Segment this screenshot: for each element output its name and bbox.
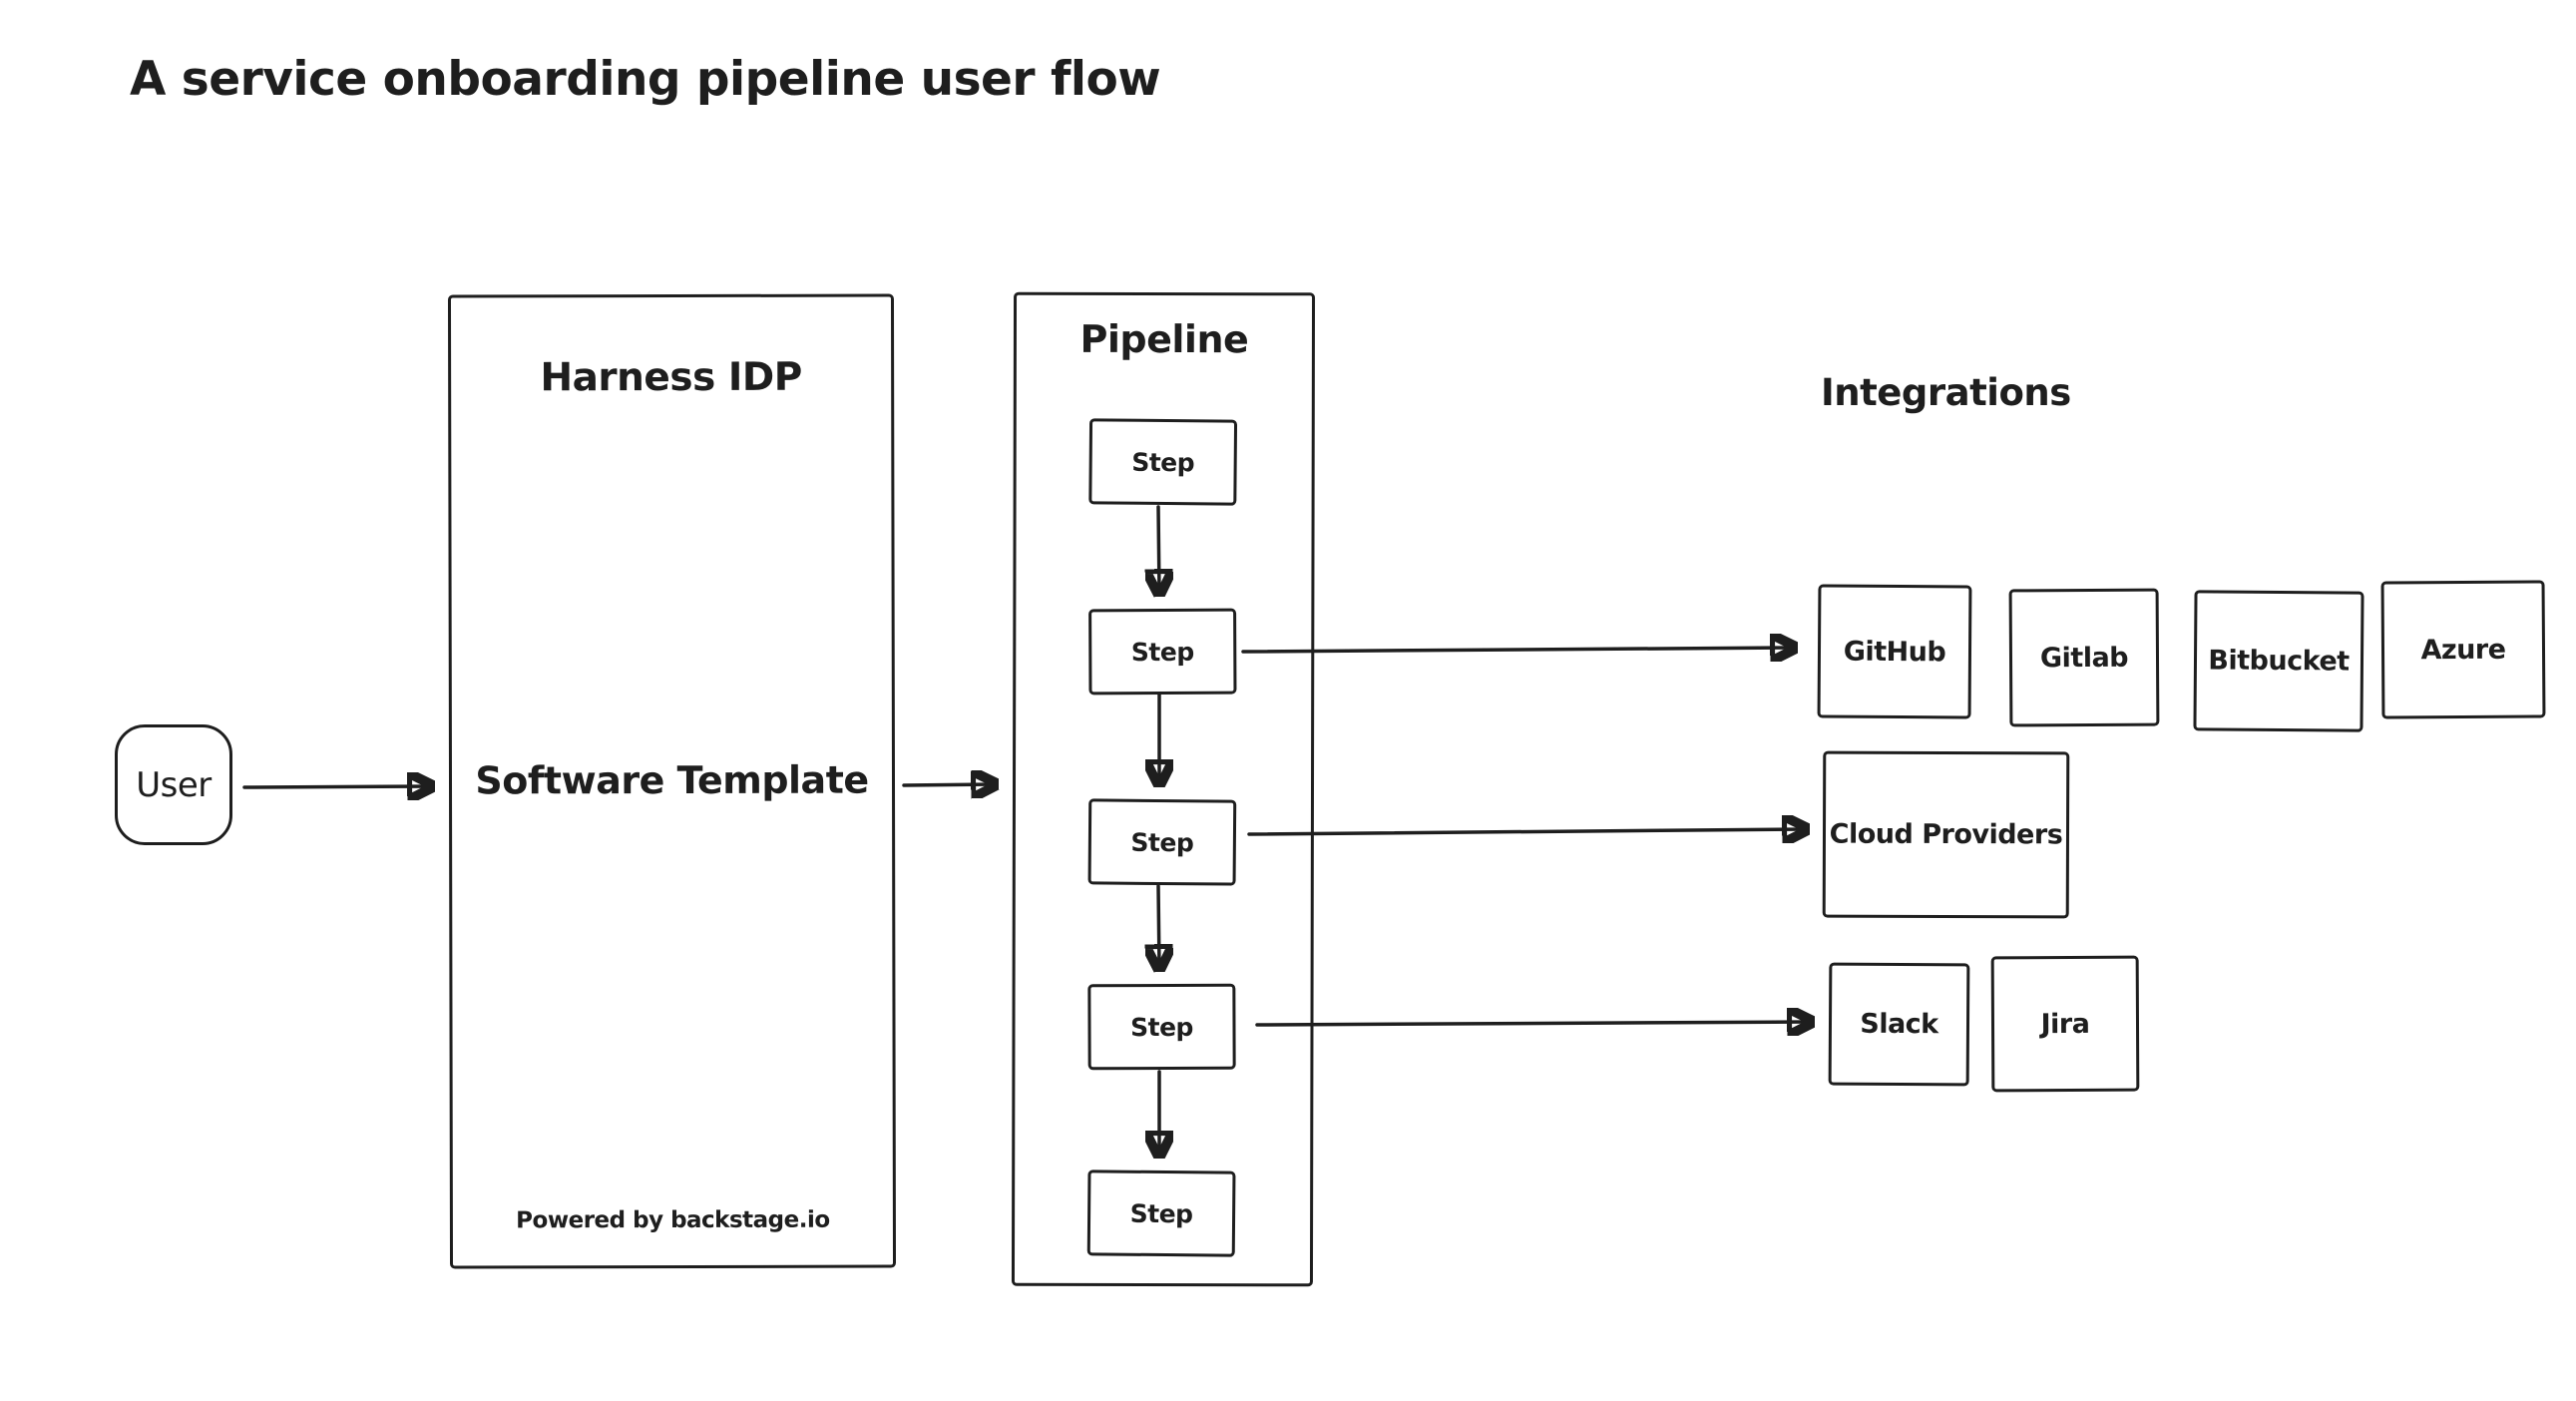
step-node-3: Step (1087, 798, 1237, 886)
software-template-label: Software Template (475, 757, 869, 803)
integration-azure: Azure (2380, 580, 2546, 719)
arrow-step4-to-slack (1255, 1022, 1811, 1025)
step-node-label: Step (1130, 1012, 1193, 1042)
step-node-label: Step (1130, 637, 1194, 667)
arrow-harness-to-pipeline (902, 784, 995, 785)
arrow-user-to-harness (242, 786, 431, 787)
integration-bitbucket-label: Bitbucket (2208, 645, 2350, 678)
integration-github: GitHub (1817, 584, 1972, 719)
harness-idp-box: Harness IDP Software Template Powered by… (447, 293, 897, 1269)
arrow-step2-to-github (1241, 648, 1794, 652)
harness-idp-title: Harness IDP (540, 354, 802, 401)
integration-jira-label: Jira (2040, 1008, 2090, 1040)
integration-cloud-providers-label: Cloud Providers (1829, 818, 2063, 851)
diagram-title: A service onboarding pipeline user flow (130, 52, 1161, 107)
step-node-2: Step (1088, 608, 1237, 696)
step-node-5: Step (1086, 1169, 1236, 1257)
step-node-label: Step (1129, 1198, 1193, 1228)
pipeline-label: Pipeline (1079, 316, 1249, 362)
integration-bitbucket: Bitbucket (2193, 590, 2364, 732)
integration-github-label: GitHub (1843, 636, 1946, 668)
integration-slack: Slack (1828, 962, 1970, 1087)
integrations-heading: Integrations (1821, 371, 2071, 414)
user-node-label: User (136, 764, 212, 805)
integration-gitlab-label: Gitlab (2039, 642, 2129, 674)
integration-jira: Jira (1990, 955, 2140, 1093)
integration-cloud-providers: Cloud Providers (1822, 750, 2070, 919)
arrow-step3-to-cloud-providers (1247, 829, 1806, 834)
integration-slack-label: Slack (1860, 1008, 1938, 1041)
step-node-label: Step (1131, 447, 1195, 477)
step-node-1: Step (1088, 418, 1238, 506)
pipeline-box: Pipeline Step Step Step Step Step (1011, 291, 1316, 1287)
step-node-4: Step (1087, 983, 1236, 1071)
integration-azure-label: Azure (2420, 634, 2506, 666)
powered-by-backstage-label: Powered by backstage.io (516, 1206, 830, 1234)
user-node: User (115, 724, 232, 845)
step-node-label: Step (1130, 827, 1194, 857)
integration-gitlab: Gitlab (2008, 588, 2160, 727)
